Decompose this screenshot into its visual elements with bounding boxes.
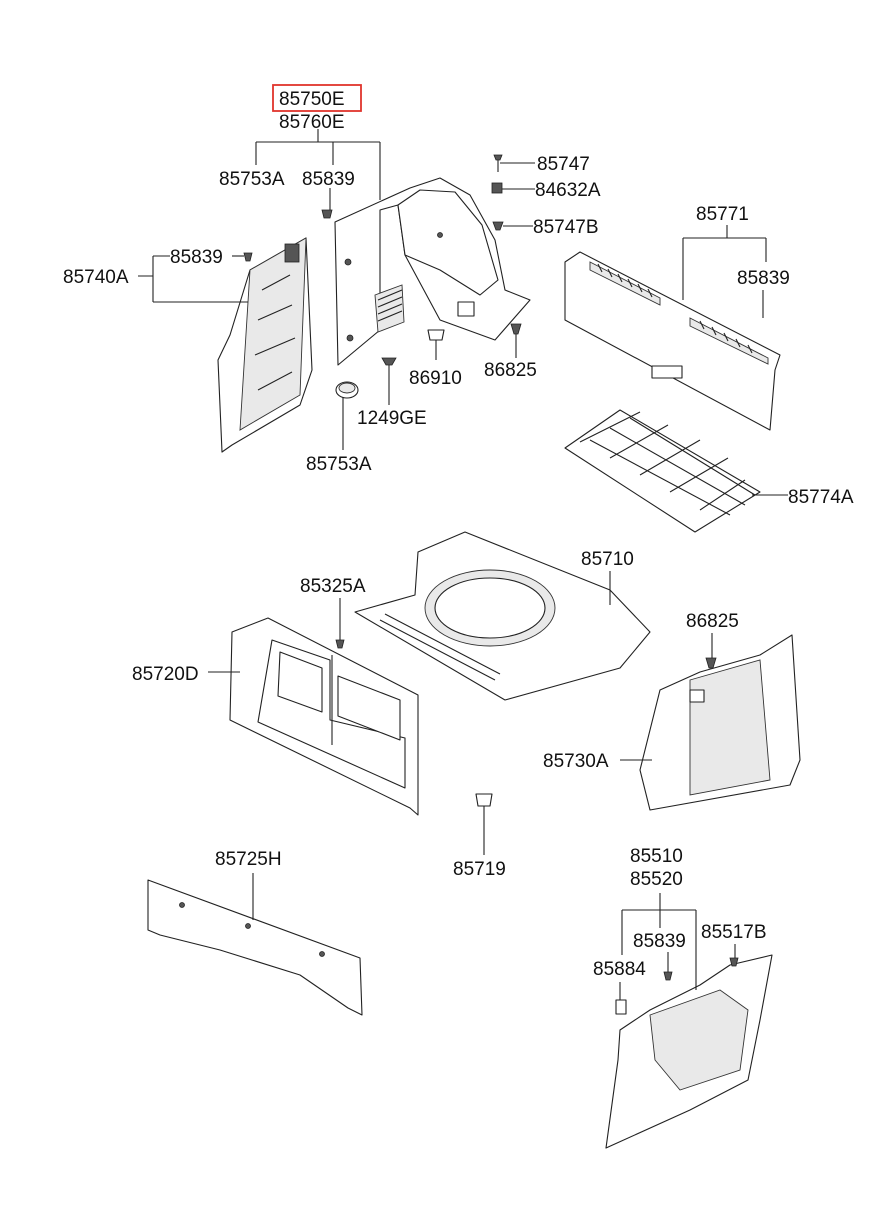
part-85510-drawing bbox=[605, 954, 773, 1149]
label-85730A[interactable]: 85730A bbox=[543, 751, 609, 772]
label-86825-a[interactable]: 86825 bbox=[484, 360, 537, 381]
clip-85719 bbox=[475, 793, 493, 807]
part-85710-drawing bbox=[354, 531, 651, 701]
label-86825-b[interactable]: 86825 bbox=[686, 611, 739, 632]
screw-85747B bbox=[492, 221, 504, 231]
label-85753A-bottom[interactable]: 85753A bbox=[306, 454, 372, 475]
label-85750E[interactable]: 85750E bbox=[279, 89, 345, 110]
screw-1249GE bbox=[381, 357, 397, 378]
label-84632A[interactable]: 84632A bbox=[535, 180, 601, 201]
label-85774A[interactable]: 85774A bbox=[788, 487, 854, 508]
label-85725H[interactable]: 85725H bbox=[215, 849, 282, 870]
part-85720D-drawing bbox=[229, 617, 419, 816]
part-labels: 85750E 85760E 85753A 85839 85747 84632A … bbox=[63, 89, 854, 980]
label-85325A[interactable]: 85325A bbox=[300, 576, 366, 597]
nut-84632A bbox=[491, 182, 503, 194]
label-85740A[interactable]: 85740A bbox=[63, 267, 129, 288]
part-85771-drawing bbox=[564, 251, 781, 431]
label-85760E[interactable]: 85760E bbox=[279, 112, 345, 133]
highlight-box bbox=[272, 84, 362, 112]
label-85510[interactable]: 85510 bbox=[630, 846, 683, 867]
label-85839-a[interactable]: 85839 bbox=[302, 169, 355, 190]
part-85725H-drawing bbox=[147, 879, 363, 1016]
clip-85839-left bbox=[243, 252, 253, 262]
label-85839-d[interactable]: 85839 bbox=[633, 931, 686, 952]
label-85747[interactable]: 85747 bbox=[537, 154, 590, 175]
label-85710[interactable]: 85710 bbox=[581, 549, 634, 570]
label-85839-c[interactable]: 85839 bbox=[170, 247, 223, 268]
label-85753A-top[interactable]: 85753A bbox=[219, 169, 285, 190]
cap-85753A bbox=[335, 381, 359, 399]
clip-86825-upper bbox=[510, 323, 522, 335]
label-85884[interactable]: 85884 bbox=[593, 959, 646, 980]
leader-lines bbox=[138, 129, 788, 1000]
label-85520[interactable]: 85520 bbox=[630, 869, 683, 890]
label-1249GE[interactable]: 1249GE bbox=[357, 408, 427, 429]
label-85771[interactable]: 85771 bbox=[696, 204, 749, 225]
part-85750E-drawing bbox=[334, 177, 531, 366]
part-85740A-drawing bbox=[217, 237, 313, 453]
label-85719[interactable]: 85719 bbox=[453, 859, 506, 880]
label-85839-b[interactable]: 85839 bbox=[737, 268, 790, 289]
screw-85747 bbox=[493, 154, 503, 172]
part-85730A-drawing bbox=[639, 634, 801, 811]
label-85720D[interactable]: 85720D bbox=[132, 664, 199, 685]
label-85747B[interactable]: 85747B bbox=[533, 217, 599, 238]
label-85517B[interactable]: 85517B bbox=[701, 922, 767, 943]
fastener-86910 bbox=[427, 329, 445, 352]
label-86910[interactable]: 86910 bbox=[409, 368, 462, 389]
part-85774A-drawing bbox=[564, 409, 761, 533]
clip-85839-upper bbox=[321, 209, 333, 219]
